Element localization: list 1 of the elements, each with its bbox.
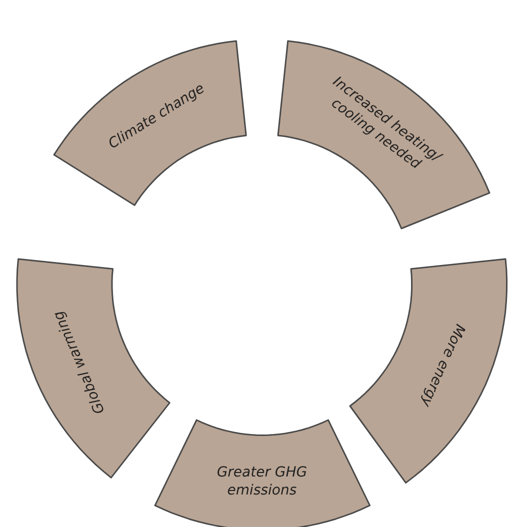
segment-label: Greater GHG emissions [216,464,308,500]
